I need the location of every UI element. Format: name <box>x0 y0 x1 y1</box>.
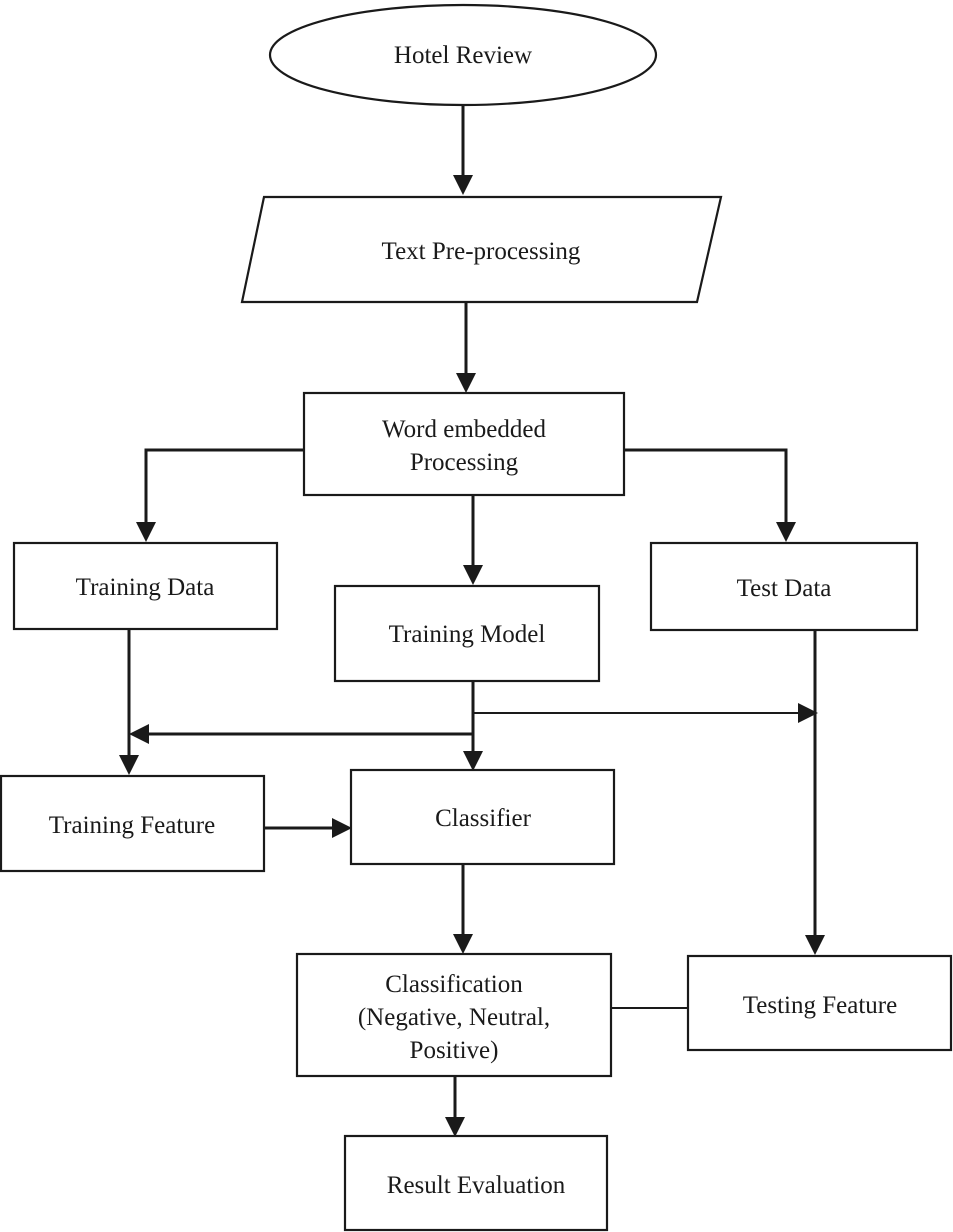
node-label: Training Data <box>76 574 215 601</box>
box-shape <box>0 774 266 873</box>
box-shape <box>686 954 953 1052</box>
node-word-embedded-processing: Word embedded Processing <box>302 391 626 497</box>
box-shape <box>649 541 919 632</box>
node-label: Training Feature <box>49 812 215 839</box>
ellipse-shape <box>268 3 658 107</box>
node-label: Classifier <box>435 805 531 832</box>
arrowhead <box>445 1117 465 1137</box>
node-label-line-3: Positive) <box>410 1037 499 1064</box>
node-label: Result Evaluation <box>387 1172 566 1199</box>
node-label: Training Model <box>389 621 546 648</box>
box-shape <box>349 768 616 866</box>
node-label: Text Pre-processing <box>382 238 581 265</box>
node-label-line-1: Word embedded <box>382 416 546 443</box>
connectors <box>119 105 825 1137</box>
arrowhead <box>332 818 352 838</box>
box-shape <box>295 952 613 1078</box>
box-shape <box>12 541 279 631</box>
node-classification: Classification (Negative, Neutral, Posit… <box>295 952 613 1078</box>
arrowhead <box>463 565 483 585</box>
node-label: Hotel Review <box>394 42 532 69</box>
arrowhead <box>776 522 796 542</box>
arrowhead <box>119 755 139 775</box>
arrowhead <box>453 934 473 954</box>
node-test-data: Test Data <box>649 541 919 632</box>
connector-embedding-to-training-data <box>144 448 304 523</box>
connector-embedding-to-test-data <box>624 448 788 523</box>
arrowhead <box>136 522 156 542</box>
node-hotel-review: Hotel Review <box>268 3 658 107</box>
node-training-feature: Training Feature <box>0 774 266 873</box>
arrowhead <box>463 751 483 771</box>
box-shape <box>343 1134 609 1232</box>
arrowhead <box>456 373 476 393</box>
node-label: Test Data <box>737 575 832 602</box>
box-shape <box>333 584 601 683</box>
arrowhead <box>453 175 473 195</box>
node-classifier: Classifier <box>349 768 616 866</box>
node-label-line-1: Classification <box>385 971 523 998</box>
node-label: Testing Feature <box>743 992 897 1019</box>
node-training-model: Training Model <box>333 584 601 683</box>
arrowhead <box>798 703 818 723</box>
node-label-line-2: (Negative, Neutral, <box>358 1004 550 1031</box>
parallelogram-shape <box>240 195 723 304</box>
arrowhead <box>805 935 825 955</box>
arrowhead <box>129 724 149 744</box>
node-text-preprocessing: Text Pre-processing <box>240 195 723 304</box>
node-label-line-2: Processing <box>410 449 519 476</box>
node-result-evaluation: Result Evaluation <box>343 1134 609 1232</box>
node-training-data: Training Data <box>12 541 279 631</box>
node-testing-feature: Testing Feature <box>686 954 953 1052</box>
box-shape <box>302 391 626 497</box>
